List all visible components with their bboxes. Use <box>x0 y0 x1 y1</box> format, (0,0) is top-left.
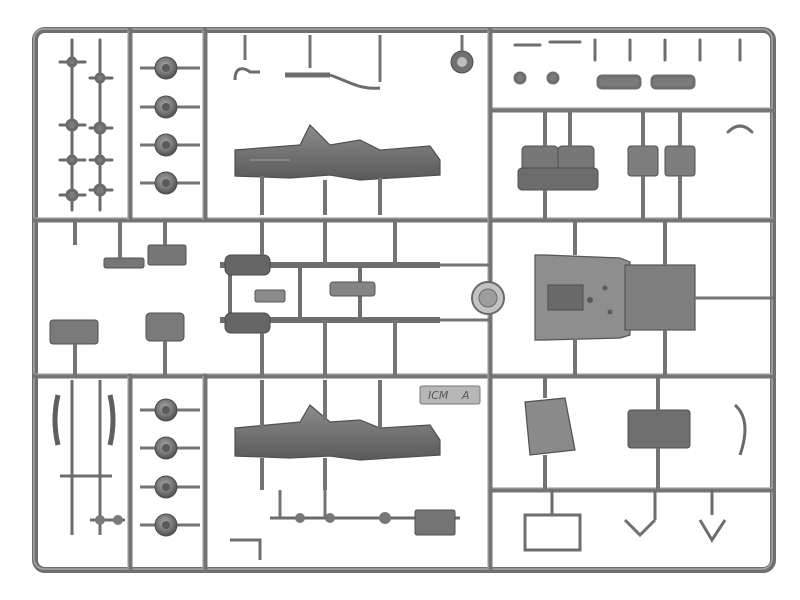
floor-pan <box>534 220 773 376</box>
leaf-springs <box>52 380 125 535</box>
seats <box>517 110 696 220</box>
top-right-small-parts <box>513 38 754 134</box>
left-middle-parts <box>49 220 187 376</box>
vertical-runners <box>127 27 493 573</box>
engine-cover-parts <box>524 376 747 490</box>
outer-frame <box>32 27 776 573</box>
drum-part <box>450 35 474 74</box>
sprue-letter: A <box>461 389 470 402</box>
manufacturer-logo-text: ICM <box>428 389 449 402</box>
engine-axle-parts <box>230 490 460 560</box>
sprue-center-tab <box>471 281 505 315</box>
body-side-panel-top <box>233 35 441 215</box>
horizontal-runners <box>32 107 776 493</box>
wheels-bottom <box>140 398 200 537</box>
bottom-right-small-parts <box>523 490 727 552</box>
wheels-top <box>140 56 200 195</box>
left-top-small-parts <box>58 38 114 212</box>
sprue-label-tab: ICM A <box>419 385 481 405</box>
body-side-panel-bottom <box>234 380 441 490</box>
chassis-frame <box>220 220 490 376</box>
